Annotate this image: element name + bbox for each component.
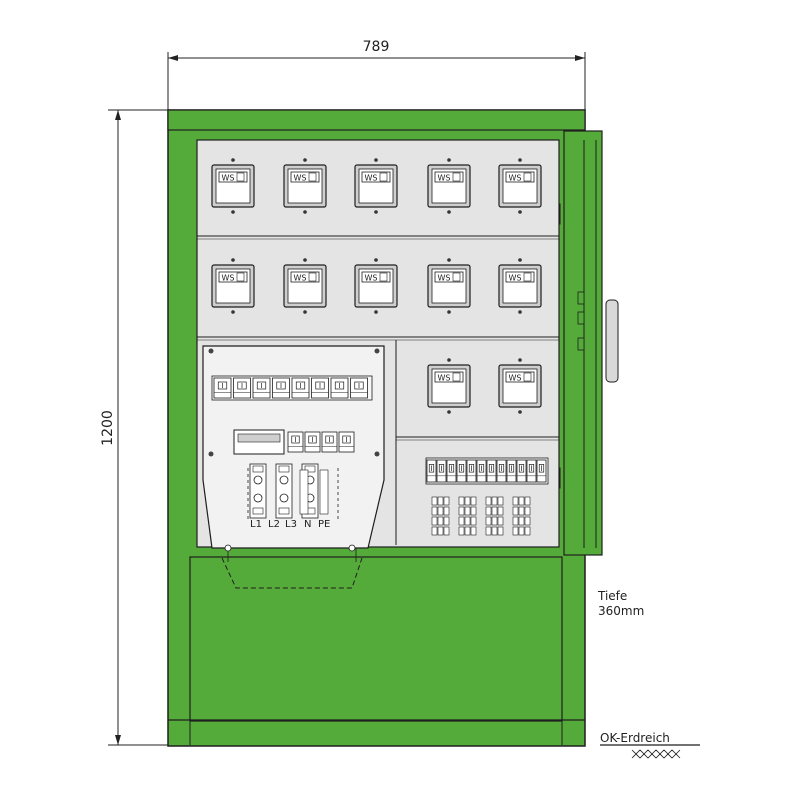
circuit-breaker[interactable] xyxy=(330,377,349,399)
circuit-breaker[interactable] xyxy=(321,431,338,453)
terminal-block-group xyxy=(458,496,477,536)
electricity-meter: WS xyxy=(427,258,471,314)
electricity-meter: WS xyxy=(283,158,327,214)
circuit-breaker[interactable] xyxy=(466,459,477,483)
electricity-meter: WS xyxy=(498,258,542,314)
terminal-labels: L1 L2 L3 N PE xyxy=(250,519,330,530)
circuit-breaker[interactable] xyxy=(446,459,457,483)
width-label: 789 xyxy=(363,39,390,55)
circuit-breaker[interactable] xyxy=(252,377,271,399)
circuit-breaker[interactable] xyxy=(304,431,321,453)
plinth-cover xyxy=(189,556,563,722)
meter-label: WS xyxy=(222,274,235,283)
terminal-block-group xyxy=(512,496,531,536)
circuit-breaker[interactable] xyxy=(476,459,487,483)
circuit-breaker[interactable] xyxy=(536,459,547,483)
terminal-block-group xyxy=(485,496,504,536)
meter-label: WS xyxy=(509,374,522,383)
circuit-breaker[interactable] xyxy=(426,459,437,483)
circuit-breaker[interactable] xyxy=(506,459,517,483)
neutral-terminal xyxy=(319,469,329,515)
electricity-meter: WS xyxy=(283,258,327,314)
circuit-breaker[interactable] xyxy=(526,459,537,483)
meter-label: WS xyxy=(365,174,378,183)
meter-label: WS xyxy=(294,274,307,283)
circuit-breaker[interactable] xyxy=(496,459,507,483)
electricity-meter: WS xyxy=(211,258,255,314)
terminal-label-l1: L1 xyxy=(250,519,262,530)
circuit-breaker[interactable] xyxy=(436,459,447,483)
terminal-label-l3: L3 xyxy=(285,519,297,530)
electricity-meter: WS xyxy=(427,358,471,414)
meter-array: WS WS WS WS WS WS WS WS WS WS WS WS xyxy=(211,158,542,414)
door-handle[interactable] xyxy=(605,299,619,383)
ground-label: OK-Erdreich xyxy=(600,731,670,745)
circuit-breaker[interactable] xyxy=(272,377,290,399)
meter-label: WS xyxy=(222,174,235,183)
meter-label: WS xyxy=(509,274,522,283)
terminal-block-group xyxy=(431,496,450,536)
meter-label: WS xyxy=(438,174,451,183)
terminal-label-n: N xyxy=(304,519,311,530)
cabinet-roof xyxy=(167,109,586,131)
circuit-breaker[interactable] xyxy=(350,377,368,399)
meter-label: WS xyxy=(365,274,378,283)
depth-label: Tiefe xyxy=(597,589,627,603)
circuit-breaker[interactable] xyxy=(287,431,304,453)
meter-label: WS xyxy=(294,174,307,183)
circuit-breaker[interactable] xyxy=(213,377,232,399)
electricity-meter: WS xyxy=(354,258,398,314)
ground-marker xyxy=(600,744,700,759)
terminal-label-pe: PE xyxy=(318,519,330,530)
breaker-row-middle xyxy=(287,431,355,453)
electricity-meter: WS xyxy=(498,358,542,414)
breaker-row-top xyxy=(211,375,373,401)
circuit-breaker[interactable] xyxy=(311,377,329,399)
fuse-base[interactable] xyxy=(249,463,267,519)
electricity-meter: WS xyxy=(427,158,471,214)
fuse-base-block xyxy=(249,463,329,519)
circuit-breaker[interactable] xyxy=(486,459,497,483)
circuit-breaker[interactable] xyxy=(338,431,355,453)
circuit-breaker[interactable] xyxy=(456,459,467,483)
terminal-label-l2: L2 xyxy=(268,519,280,530)
electricity-meter: WS xyxy=(354,158,398,214)
circuit-breaker[interactable] xyxy=(291,377,310,399)
height-dimension xyxy=(108,109,168,746)
electricity-meter: WS xyxy=(211,158,255,214)
terminal-block-groups xyxy=(431,496,531,536)
meter-label: WS xyxy=(509,174,522,183)
height-label: 1200 xyxy=(100,410,116,446)
meter-label: WS xyxy=(438,274,451,283)
circuit-breaker[interactable] xyxy=(233,377,251,399)
meter-label: WS xyxy=(438,374,451,383)
fuse-base[interactable] xyxy=(275,463,293,519)
depth-value: 360mm xyxy=(598,604,644,618)
width-dimension xyxy=(167,52,586,112)
neutral-terminal xyxy=(299,469,309,515)
mcb-row-right xyxy=(425,457,549,485)
electricity-meter: WS xyxy=(498,158,542,214)
circuit-breaker[interactable] xyxy=(516,459,527,483)
